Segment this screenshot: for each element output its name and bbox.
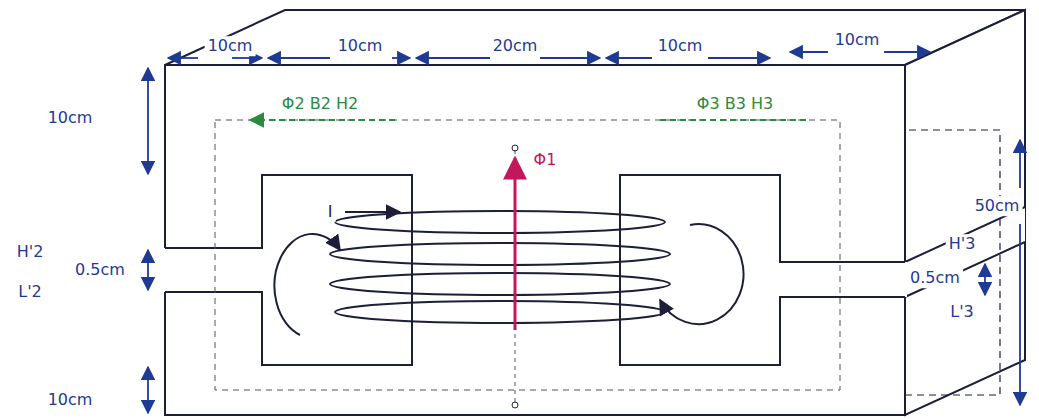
core-side-face [905,10,1025,415]
coil [330,211,670,323]
flux-loop [275,234,340,335]
gap-label: L'3 [947,302,977,322]
dimension: 20cm [490,36,541,56]
dimension: 10cm [655,36,706,56]
flux-direction [250,119,395,121]
flux-loop [660,224,743,324]
dimension: 0.5cm [907,268,963,288]
current-arrow [345,211,400,213]
dimension-lines [148,52,1020,413]
dimension: 50cm [972,196,1023,216]
gap-label: H'2 [14,242,47,262]
gap-label: L'2 [15,282,45,302]
dimension: 10cm [45,108,96,128]
node-dot [512,402,518,408]
dimension: 0.5cm [72,260,128,280]
dimension: 10cm [335,36,386,56]
left-window-edge [165,175,412,365]
gap-label: H'3 [946,234,979,254]
dimension: 10cm [205,36,256,56]
center-line [515,150,516,405]
left-window [163,175,412,365]
flux-label: Φ1 [531,150,560,170]
flux-label: Φ2 B2 H2 [279,94,361,114]
dimension: 10cm [832,30,883,50]
flux-arrow [514,158,517,330]
dimension: 10cm [45,390,96,410]
mean-path [215,120,840,390]
side-gap [905,207,1025,297]
current-label: I [325,202,336,222]
core-top-face [165,10,1025,65]
right-window [620,175,907,365]
node-dot [512,145,518,151]
flux-label: Φ3 B3 H3 [694,94,776,114]
right-window-edge [620,175,905,365]
flux-direction [660,119,810,121]
